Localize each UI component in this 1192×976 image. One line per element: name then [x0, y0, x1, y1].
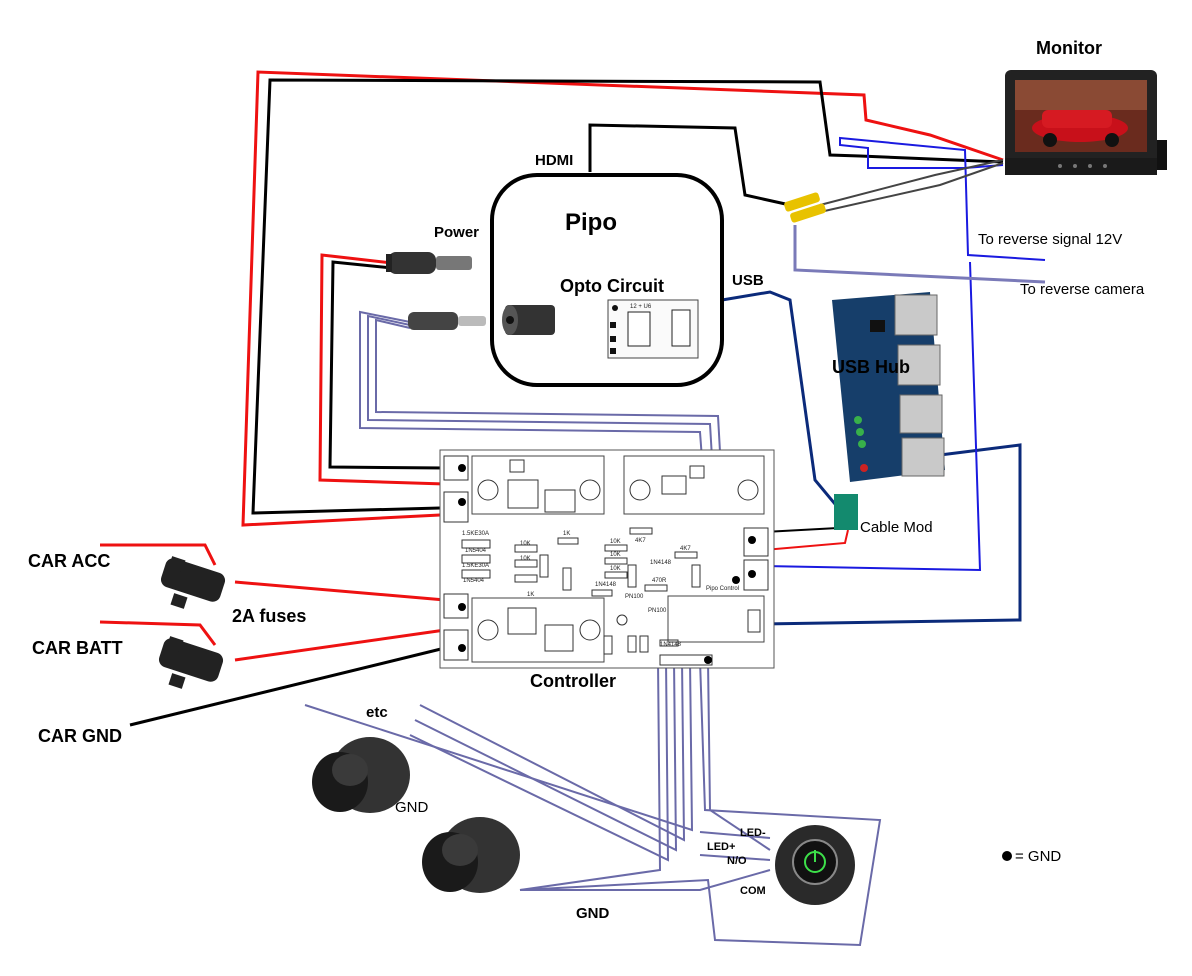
- svg-text:4K7: 4K7: [635, 538, 646, 544]
- svg-text:1K: 1K: [527, 592, 534, 598]
- usb-hub-right-cable: [761, 443, 1022, 626]
- fuses-label: 2A fuses: [232, 606, 306, 626]
- usb-cable: [721, 290, 842, 511]
- audio-jack-icon: [408, 312, 486, 330]
- car-batt-wire: [99, 620, 217, 646]
- gnd-legend-label: = GND: [1015, 848, 1061, 865]
- svg-text:470R: 470R: [652, 578, 667, 584]
- power-plug-icon: [386, 252, 472, 274]
- reverse-camera-wire: [793, 225, 1046, 284]
- rca-leads: [819, 159, 1004, 213]
- acc-fuse-to-controller: [234, 580, 446, 602]
- svg-text:10K: 10K: [520, 556, 531, 562]
- svg-text:10K: 10K: [610, 566, 621, 572]
- usb-hub-board: [832, 292, 945, 482]
- controller-board: 1.5KE30A 1N5404 1.5KE30A 1N5404 10K 10K …: [439, 449, 775, 669]
- svg-text:12 + U6: 12 + U6: [630, 304, 652, 310]
- opto-board: 12 + U6: [607, 299, 699, 359]
- cable-mod-block: [834, 494, 858, 530]
- gnd-legend-dot: [1002, 851, 1012, 861]
- svg-text:10K: 10K: [610, 552, 621, 558]
- svg-text:4K7: 4K7: [680, 546, 691, 552]
- monitor-device: [1005, 70, 1167, 175]
- rca-connector-icon: [784, 192, 826, 223]
- car-batt-label: CAR BATT: [32, 638, 123, 658]
- button-harness: [304, 659, 882, 947]
- batt-fuse-icon: [158, 636, 224, 689]
- svg-text:10K: 10K: [520, 541, 531, 547]
- svg-text:Pipo Control: Pipo Control: [706, 586, 739, 592]
- cable-mod-red-wire: [763, 529, 849, 551]
- power-label: Power: [434, 224, 479, 241]
- com-label: COM: [740, 885, 766, 897]
- red-monitor-power-wire: [241, 70, 1004, 527]
- car-gnd-label: CAR GND: [38, 726, 122, 746]
- gnd-bottom-label: GND: [576, 905, 610, 922]
- svg-text:1N5404: 1N5404: [465, 548, 487, 554]
- led-plus-label: LED+: [707, 841, 735, 853]
- acc-fuse-icon: [160, 556, 226, 609]
- black-power-wire: [328, 260, 446, 470]
- monitor-label: Monitor: [1036, 38, 1102, 58]
- batt-fuse-to-controller: [234, 628, 446, 662]
- red-power-wire: [318, 253, 446, 486]
- svg-text:1N5404: 1N5404: [463, 578, 485, 584]
- gnd-button-label: GND: [395, 799, 429, 816]
- svg-text:1.5KE30A: 1.5KE30A: [462, 531, 489, 537]
- opto-circuit-label: Opto Circuit: [560, 276, 664, 296]
- hdmi-cable: [588, 123, 791, 207]
- svg-text:1N4148: 1N4148: [595, 582, 617, 588]
- svg-text:1.5KE30A: 1.5KE30A: [462, 563, 489, 569]
- push-button-1-icon: [312, 737, 410, 813]
- car-acc-wire: [100, 543, 217, 566]
- svg-text:1N4148: 1N4148: [650, 560, 672, 566]
- led-minus-wire: [699, 831, 771, 839]
- etc-label: etc: [366, 704, 388, 721]
- cable-mod-wire: [763, 527, 839, 533]
- blue-reverse-signal-wire: [839, 136, 1046, 261]
- reverse-camera-label: To reverse camera: [1020, 281, 1145, 298]
- black-monitor-gnd-wire: [251, 78, 1004, 515]
- svg-text:10K: 10K: [610, 539, 621, 545]
- car-acc-label: CAR ACC: [28, 551, 110, 571]
- controller-label: Controller: [530, 671, 616, 691]
- usb-hub-label: USB Hub: [832, 357, 910, 377]
- svg-text:1N4148: 1N4148: [660, 642, 682, 648]
- usb-label: USB: [732, 272, 764, 289]
- car-gnd-wire: [129, 646, 446, 727]
- cable-mod-label: Cable Mod: [860, 519, 933, 536]
- com-wire: [520, 869, 771, 891]
- blue-monitor-wire: [763, 261, 982, 572]
- reverse-signal-label: To reverse signal 12V: [978, 231, 1122, 248]
- svg-text:PN100: PN100: [648, 608, 667, 614]
- audio-socket-icon: [502, 305, 555, 335]
- push-button-2-icon: [422, 817, 520, 893]
- led-plus-wire: [699, 854, 771, 861]
- gnd-dots: [458, 464, 756, 664]
- no-label: N/O: [727, 855, 747, 867]
- led-minus-label: LED-: [740, 827, 766, 839]
- svg-text:PN100: PN100: [625, 594, 644, 600]
- hdmi-label: HDMI: [535, 152, 573, 169]
- pipo-label: Pipo: [565, 209, 617, 236]
- svg-text:1K: 1K: [563, 531, 570, 537]
- power-switch-icon: [775, 825, 855, 905]
